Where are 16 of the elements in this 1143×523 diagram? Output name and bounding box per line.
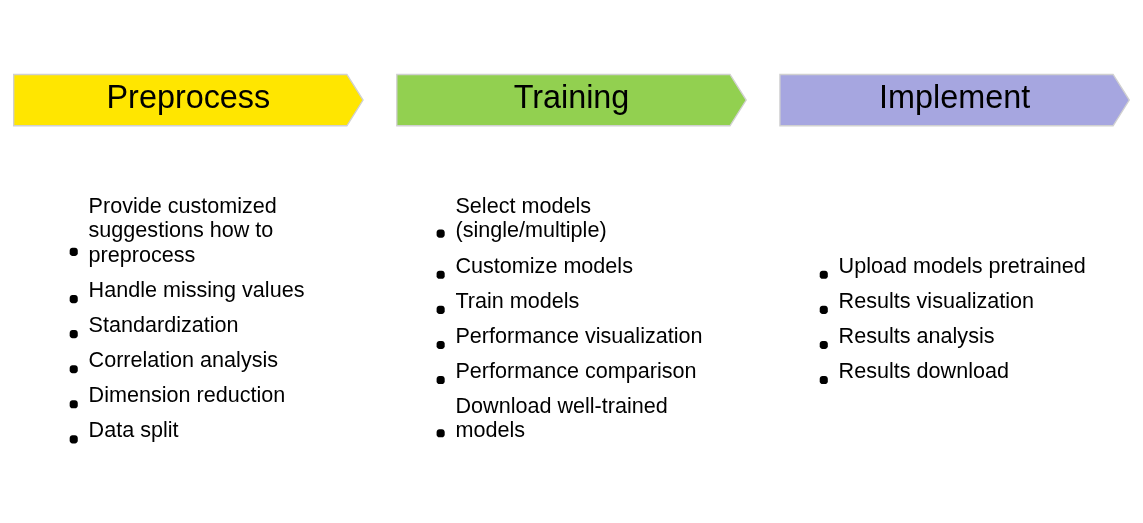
- node-label: Customize models: [455, 252, 633, 278]
- node-label: Performance visualization: [455, 322, 703, 348]
- node-label: Upload models pretrained: [838, 252, 1086, 278]
- node-label: Download well-trained models: [455, 392, 668, 442]
- node-label: Standardization: [88, 311, 239, 337]
- node-label: Results visualization: [838, 287, 1035, 313]
- node-label: Provide customized suggestions how to preprocess: [88, 192, 277, 267]
- node-label: Data split: [88, 416, 179, 442]
- node-label: Performance comparison: [455, 357, 697, 383]
- node-label: Handle missing values: [88, 276, 305, 302]
- node-label: Results analysis: [838, 322, 995, 348]
- node-label: Dimension reduction: [88, 381, 286, 407]
- node-label: Correlation analysis: [88, 346, 279, 372]
- node-label: Select models (single/multiple): [455, 192, 607, 242]
- node-label: Train models: [455, 287, 580, 313]
- node-label: Results download: [838, 357, 1009, 383]
